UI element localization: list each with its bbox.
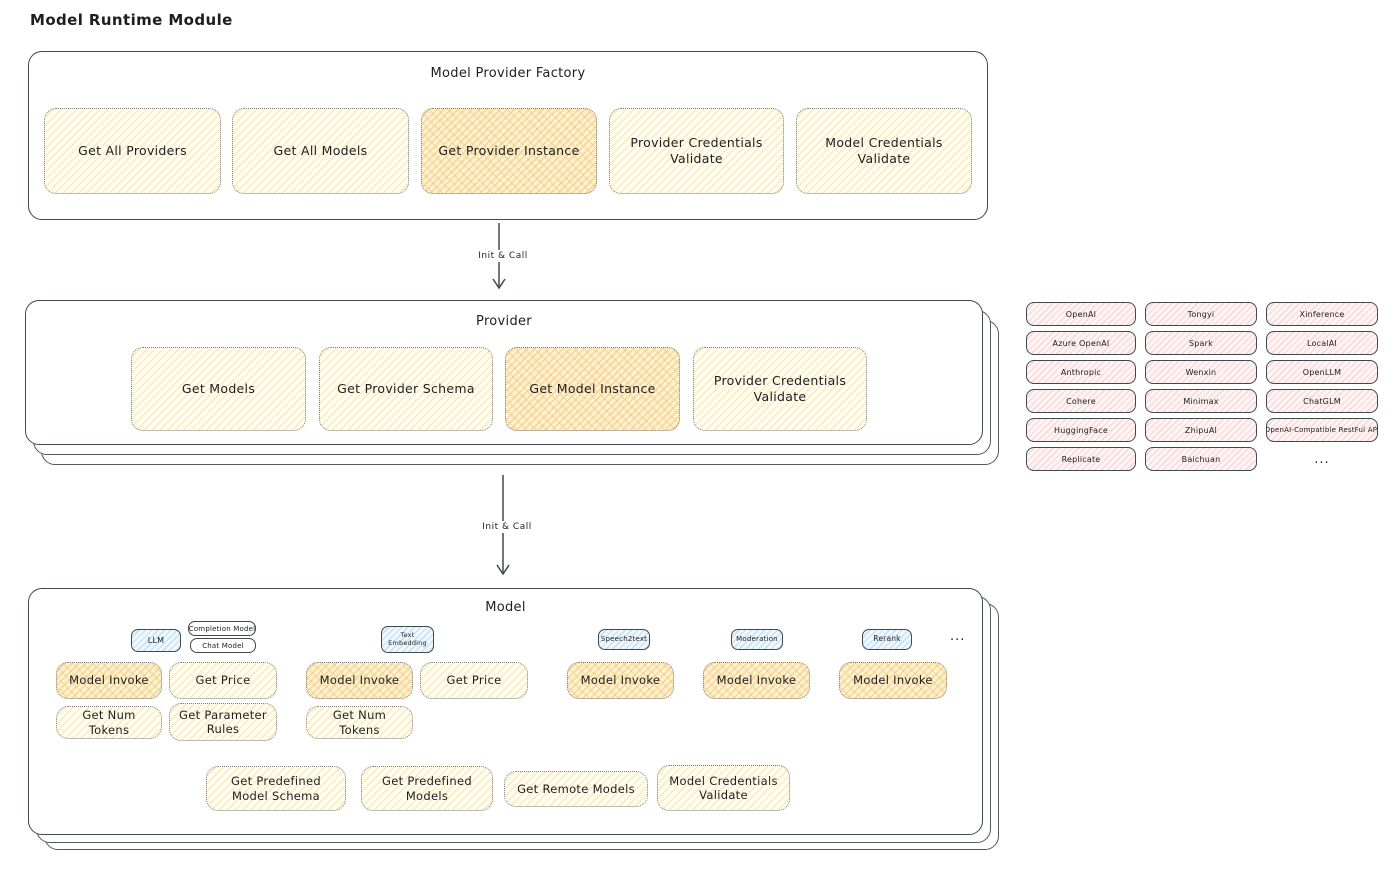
card-llm-get-price: Get Price xyxy=(169,662,277,699)
tab-chat-model: Chat Model xyxy=(190,638,256,653)
card-get-remote-models: Get Remote Models xyxy=(504,771,648,807)
provider-pill-xinference: Xinference xyxy=(1266,302,1378,326)
model-panel: Model LLM Completion Model Chat Model Te… xyxy=(28,588,983,835)
arrow-init-call-2-label: Init & Call xyxy=(474,521,540,533)
card-llm-get-parameter-rules: Get Parameter Rules xyxy=(169,703,277,741)
card-get-all-models: Get All Models xyxy=(232,108,409,194)
card-provider-credentials-validate: Provider Credentials Validate xyxy=(609,108,784,194)
tab-llm: LLM xyxy=(131,629,181,652)
model-panel-title: Model xyxy=(485,600,526,615)
card-get-predefined-model-schema: Get Predefined Model Schema xyxy=(206,766,346,811)
card-speech2text-model-invoke: Model Invoke xyxy=(567,662,674,699)
provider-pill-minimax: Minimax xyxy=(1145,389,1257,413)
card-llm-model-invoke: Model Invoke xyxy=(56,662,162,699)
card-model-credentials-validate: Model Credentials Validate xyxy=(796,108,972,194)
providers-more-ellipsis: ... xyxy=(1314,451,1330,467)
provider-pill-huggingface: HuggingFace xyxy=(1026,418,1136,442)
card-embedding-get-price: Get Price xyxy=(420,662,528,699)
card-get-models: Get Models xyxy=(131,347,306,431)
factory-panel-title: Model Provider Factory xyxy=(430,66,586,81)
provider-pill-chatglm: ChatGLM xyxy=(1266,389,1378,413)
card-get-model-instance: Get Model Instance xyxy=(505,347,680,431)
card-embedding-get-num-tokens: Get Num Tokens xyxy=(306,706,413,739)
provider-pill-openai-compatible: OpenAI-Compatible RestFul API xyxy=(1266,418,1378,442)
providers-list: OpenAI Tongyi Xinference Azure OpenAI Sp… xyxy=(1026,302,1378,471)
provider-pill-openllm: OpenLLM xyxy=(1266,360,1378,384)
card-get-provider-instance: Get Provider Instance xyxy=(421,108,597,194)
card-get-predefined-models: Get Predefined Models xyxy=(361,766,493,811)
card-rerank-model-invoke: Model Invoke xyxy=(839,662,947,699)
arrow-init-call-1-label: Init & Call xyxy=(470,250,536,262)
provider-panel-title: Provider xyxy=(476,314,532,329)
factory-panel: Model Provider Factory Get All Providers… xyxy=(28,51,988,220)
page-title: Model Runtime Module xyxy=(30,11,233,29)
provider-pill-openai: OpenAI xyxy=(1026,302,1136,326)
provider-pill-anthropic: Anthropic xyxy=(1026,360,1136,384)
tab-completion-model: Completion Model xyxy=(188,621,256,636)
provider-pill-azure-openai: Azure OpenAI xyxy=(1026,331,1136,355)
card-embedding-model-invoke: Model Invoke xyxy=(306,662,413,699)
provider-pill-spark: Spark xyxy=(1145,331,1257,355)
provider-pill-replicate: Replicate xyxy=(1026,447,1136,471)
provider-pill-wenxin: Wenxin xyxy=(1145,360,1257,384)
provider-pill-baichuan: Baichuan xyxy=(1145,447,1257,471)
provider-panel: Provider Get Models Get Provider Schema … xyxy=(25,300,983,445)
provider-pill-tongyi: Tongyi xyxy=(1145,302,1257,326)
provider-pill-cohere: Cohere xyxy=(1026,389,1136,413)
provider-pill-zhipuai: ZhipuAI xyxy=(1145,418,1257,442)
card-moderation-model-invoke: Model Invoke xyxy=(703,662,810,699)
provider-pill-localai: LocalAI xyxy=(1266,331,1378,355)
tab-moderation: Moderation xyxy=(731,629,783,650)
tab-speech2text: Speech2text xyxy=(598,629,650,650)
card-llm-get-num-tokens: Get Num Tokens xyxy=(56,706,162,739)
tab-rerank: Rerank xyxy=(862,629,912,650)
tab-text-embedding: Text Embedding xyxy=(381,626,434,653)
card-get-all-providers: Get All Providers xyxy=(44,108,221,194)
card-model-credentials-validate-2: Model Credentials Validate xyxy=(657,765,790,811)
card-get-provider-schema: Get Provider Schema xyxy=(319,347,493,431)
card-provider-credentials-validate-2: Provider Credentials Validate xyxy=(693,347,867,431)
tabs-more-ellipsis: ... xyxy=(950,629,966,644)
